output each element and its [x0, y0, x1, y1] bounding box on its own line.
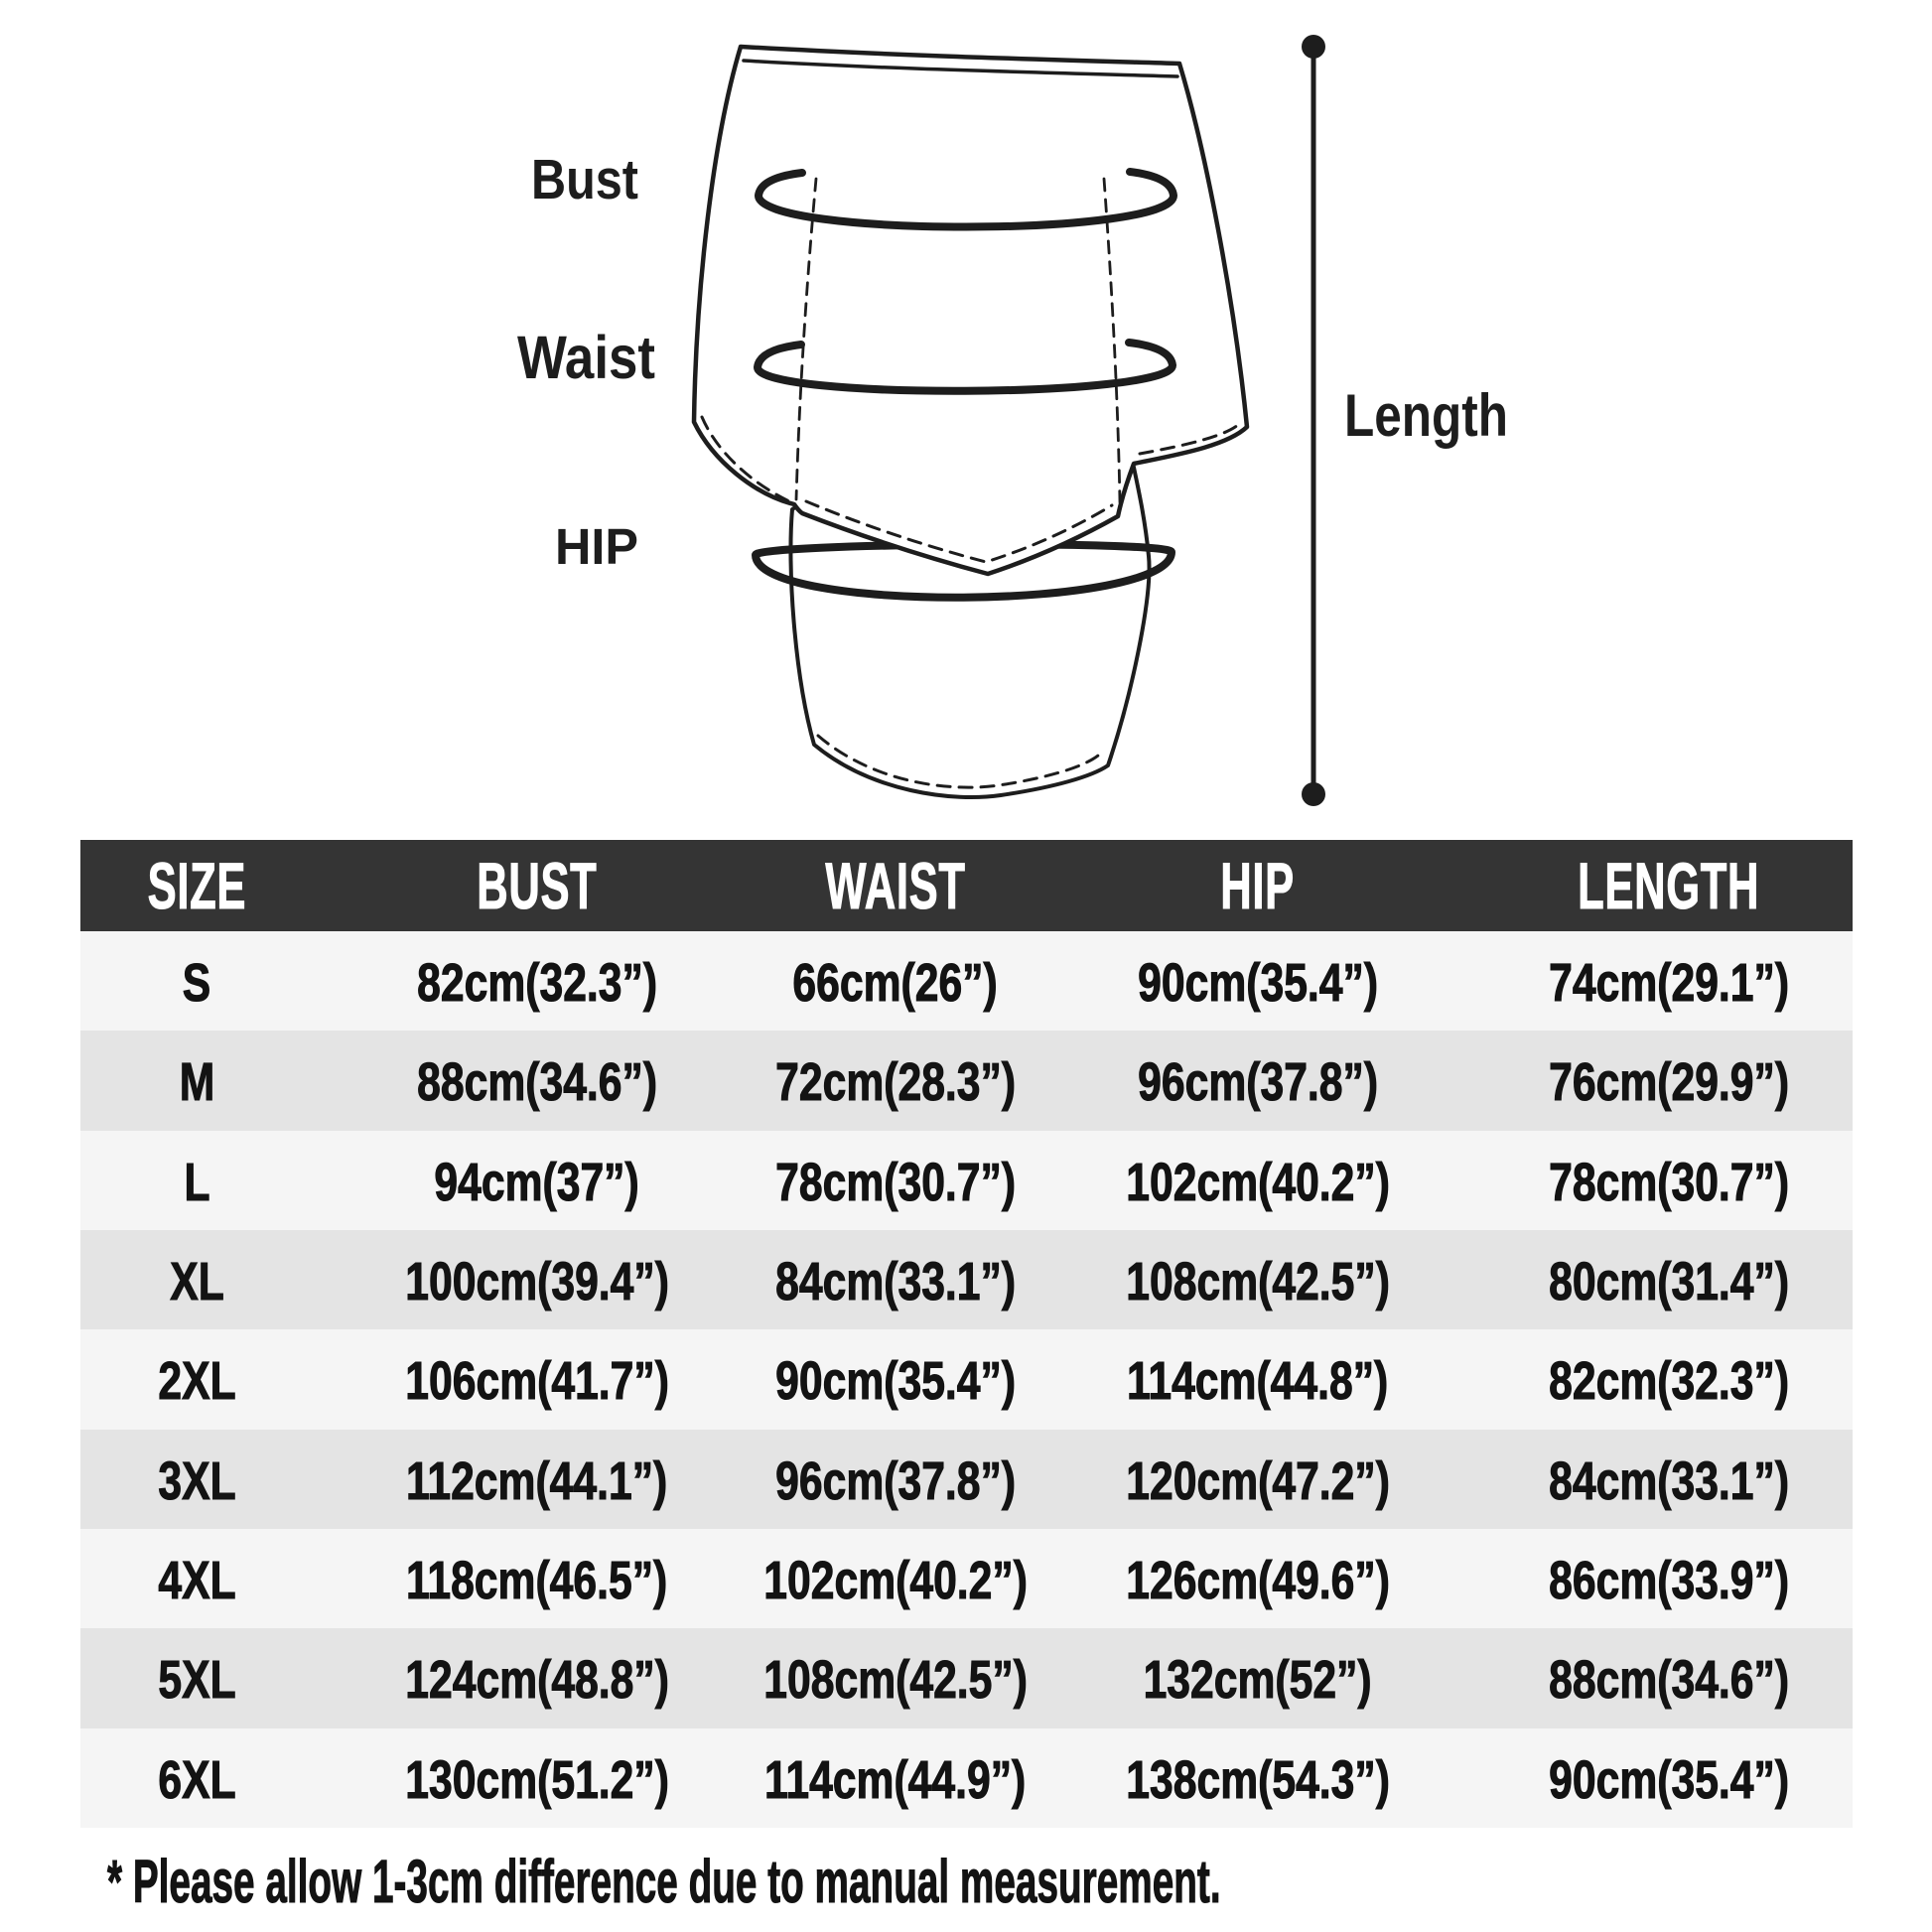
value-cell: 88cm(34.6”)	[417, 1052, 658, 1113]
size-cell: XL	[170, 1252, 224, 1312]
measurement-footnote: * Please allow 1-3cm difference due to m…	[107, 1848, 1221, 1915]
value-cell: 96cm(37.8”)	[1138, 1052, 1379, 1113]
hem-stitch-left-wing	[700, 415, 791, 503]
value-cell: 82cm(32.3”)	[417, 953, 658, 1014]
length-line-top-dot	[1302, 35, 1325, 59]
size-row-L: L 94cm(37”) 78cm(30.7”) 102cm(40.2”) 78cm(30…	[80, 1130, 1853, 1230]
size-row-3XL: 3XL 112cm(44.1”) 96cm(37.8”) 120cm(47.2”) 84…	[80, 1429, 1853, 1529]
value-cell: 114cm(44.8”)	[1127, 1351, 1389, 1412]
value-cell: 138cm(54.3”)	[1126, 1749, 1390, 1810]
value-cell: 102cm(40.2”)	[763, 1551, 1028, 1611]
value-cell: 78cm(30.7”)	[775, 1152, 1017, 1212]
value-cell: 106cm(41.7”)	[405, 1351, 669, 1412]
header-cell-length: LENGTH	[1578, 849, 1760, 922]
value-cell: 130cm(51.2”)	[405, 1749, 669, 1810]
skirt-hem-stitch	[816, 734, 1100, 789]
value-cell: 76cm(29.9”)	[1549, 1052, 1790, 1113]
value-cell: 108cm(42.5”)	[763, 1650, 1028, 1711]
header-cell-size: SIZE	[147, 849, 247, 922]
size-cell: M	[179, 1052, 215, 1113]
size-cell: 6XL	[158, 1749, 236, 1810]
value-cell: 90cm(35.4”)	[1549, 1749, 1790, 1810]
value-cell: 120cm(47.2”)	[1126, 1450, 1390, 1511]
value-cell: 126cm(49.6”)	[1126, 1551, 1390, 1611]
value-cell: 100cm(39.4”)	[405, 1252, 669, 1312]
size-cell: 4XL	[158, 1551, 236, 1611]
value-cell: 94cm(37”)	[434, 1152, 640, 1212]
garment-outline	[691, 44, 1250, 577]
value-cell: 114cm(44.9”)	[764, 1749, 1027, 1810]
size-row-S: S 82cm(32.3”) 66cm(26”) 90cm(35.4”) 74cm(29.…	[80, 931, 1853, 1032]
size-table-body: S 82cm(32.3”) 66cm(26”) 90cm(35.4”) 74cm(29.…	[80, 931, 1853, 1828]
value-cell: 118cm(46.5”)	[406, 1551, 668, 1611]
garment-diagram: Bust Waist HIP Length	[517, 35, 1508, 806]
size-cell: 5XL	[158, 1650, 236, 1711]
value-cell: 66cm(26”)	[792, 953, 999, 1014]
size-row-5XL: 5XL 124cm(48.8”) 108cm(42.5”) 132cm(52”) 88c…	[80, 1628, 1853, 1728]
label-bust: Bust	[531, 148, 638, 211]
value-cell: 112cm(44.1”)	[406, 1450, 668, 1511]
hem-stitch-right-wing	[1138, 423, 1240, 456]
value-cell: 102cm(40.2”)	[1126, 1152, 1390, 1212]
garment-neck-band	[742, 59, 1179, 78]
value-cell: 132cm(52”)	[1143, 1650, 1373, 1711]
size-row-XL: XL 100cm(39.4”) 84cm(33.1”) 108cm(42.5”) 80c…	[80, 1229, 1853, 1330]
size-row-M: M 88cm(34.6”) 72cm(28.3”) 96cm(37.8”) 76cm(2…	[80, 1031, 1853, 1131]
label-length: Length	[1344, 382, 1508, 449]
value-cell: 82cm(32.3”)	[1549, 1351, 1790, 1412]
value-cell: 78cm(30.7”)	[1549, 1152, 1790, 1212]
value-cell: 80cm(31.4”)	[1549, 1252, 1790, 1312]
size-cell: L	[184, 1152, 210, 1212]
size-cell: 3XL	[158, 1450, 236, 1511]
header-cell-hip: HIP	[1220, 849, 1296, 922]
size-cell: S	[183, 953, 211, 1014]
value-cell: 72cm(28.3”)	[775, 1052, 1017, 1113]
value-cell: 90cm(35.4”)	[775, 1351, 1017, 1412]
value-cell: 86cm(33.9”)	[1549, 1551, 1790, 1611]
value-cell: 88cm(34.6”)	[1549, 1650, 1790, 1711]
size-row-2XL: 2XL 106cm(41.7”) 90cm(35.4”) 114cm(44.8”) 82…	[80, 1329, 1853, 1430]
size-table-header: SIZE BUST WAIST HIP LENGTH	[80, 840, 1853, 931]
size-row-6XL: 6XL 130cm(51.2”) 114cm(44.9”) 138cm(54.3”) 9…	[80, 1727, 1853, 1828]
value-cell: 84cm(33.1”)	[775, 1252, 1017, 1312]
label-hip: HIP	[555, 518, 638, 575]
value-cell: 108cm(42.5”)	[1126, 1252, 1390, 1312]
size-row-4XL: 4XL 118cm(46.5”) 102cm(40.2”) 126cm(49.6”) 8…	[80, 1528, 1853, 1629]
value-cell: 74cm(29.1”)	[1549, 953, 1790, 1014]
waist-ellipse	[754, 339, 1176, 395]
value-cell: 90cm(35.4”)	[1138, 953, 1379, 1014]
value-cell: 84cm(33.1”)	[1549, 1450, 1790, 1511]
header-cell-waist: WAIST	[825, 849, 966, 922]
hem-stitch-v-panel	[804, 499, 1114, 564]
label-waist: Waist	[517, 324, 655, 391]
value-cell: 96cm(37.8”)	[775, 1450, 1017, 1511]
value-cell: 124cm(48.8”)	[405, 1650, 669, 1711]
size-table: SIZE BUST WAIST HIP LENGTH S 82cm(32.3”) 6…	[80, 840, 1853, 1828]
length-line-bottom-dot	[1302, 782, 1325, 806]
bust-ellipse	[755, 168, 1177, 231]
size-cell: 2XL	[158, 1351, 236, 1412]
header-cell-bust: BUST	[477, 849, 598, 922]
